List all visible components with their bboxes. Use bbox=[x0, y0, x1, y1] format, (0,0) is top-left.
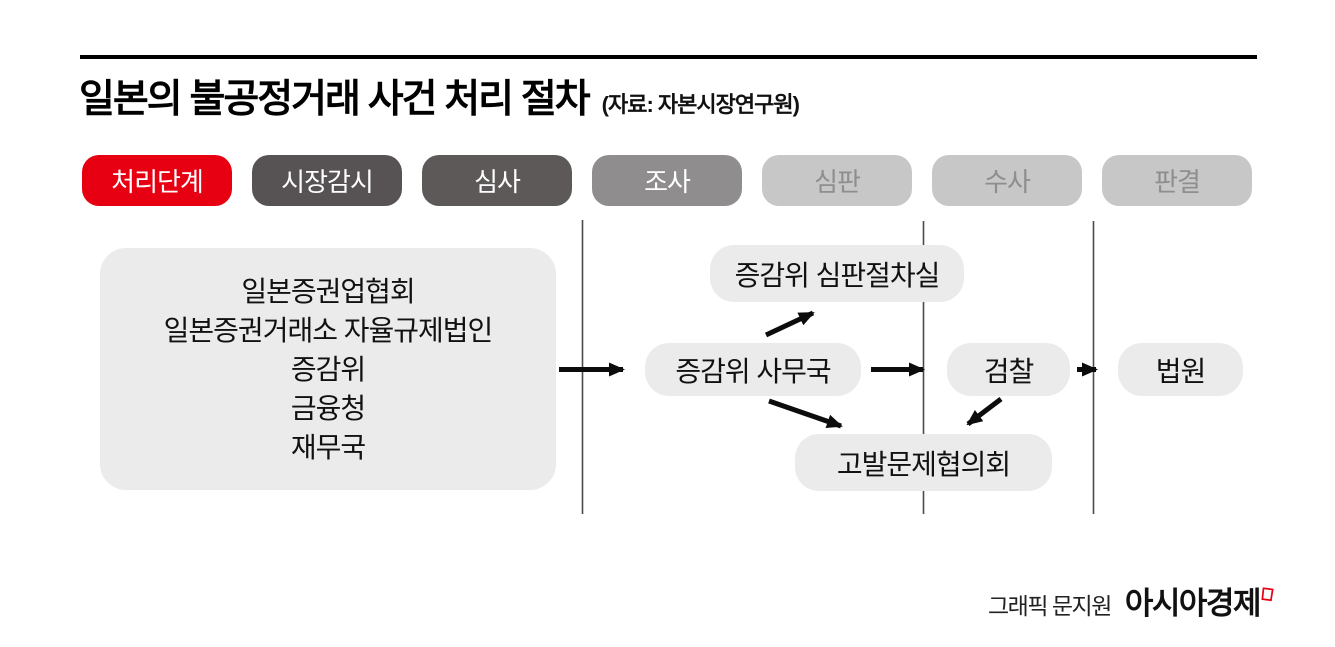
arrow-prosecution-to-council bbox=[966, 397, 1003, 426]
brand-logo-mark-icon bbox=[1261, 587, 1274, 602]
node-sesc-office: 증감위 사무국 bbox=[645, 343, 861, 396]
stage-pill-judgment: 판결 bbox=[1102, 155, 1252, 206]
header: 일본의 불공정거래 사건 처리 절차 (자료: 자본시장연구원) bbox=[79, 68, 1259, 124]
stage-pill-investigation: 조사 bbox=[592, 155, 742, 206]
brand-logo: 아시아경제 bbox=[1124, 586, 1262, 621]
arrow-sesc-to-hearing bbox=[764, 310, 815, 338]
stage-pill-market-surveillance: 시장감시 bbox=[252, 155, 402, 206]
stage-pill-adjudication: 심판 bbox=[762, 155, 912, 206]
stage-pill-criminal-investigation: 수사 bbox=[932, 155, 1082, 206]
origin-line: 증감위 bbox=[290, 353, 366, 385]
node-court: 법원 bbox=[1118, 343, 1243, 396]
stage-pill-examination: 심사 bbox=[422, 155, 572, 206]
source-note: (자료: 자본시장연구원) bbox=[601, 92, 800, 117]
node-accusation-council: 고발문제협의회 bbox=[795, 434, 1052, 491]
footer-credits: 그래픽 문지원 아시아경제 bbox=[988, 578, 1274, 623]
node-hearing-room: 증감위 심판절차실 bbox=[710, 245, 964, 302]
node-prosecution: 검찰 bbox=[947, 343, 1070, 396]
stage-pill-process: 처리단계 bbox=[82, 155, 232, 206]
origin-line: 금융청 bbox=[290, 392, 366, 424]
page-title: 일본의 불공정거래 사건 처리 절차 bbox=[79, 78, 591, 121]
origin-line: 일본증권업협회 bbox=[241, 275, 415, 307]
node-origin-organizations: 일본증권업협회 일본증권거래소 자율규제법인 증감위 금융청 재무국 bbox=[100, 248, 556, 490]
arrow-sesc-to-council bbox=[768, 398, 843, 429]
origin-line: 일본증권거래소 자율규제법인 bbox=[163, 314, 494, 346]
top-divider-rule bbox=[80, 55, 1257, 59]
stage-legend-row: 처리단계 시장감시 심사 조사 심판 수사 판결 bbox=[82, 155, 1252, 206]
graphic-credit: 그래픽 문지원 bbox=[988, 593, 1112, 619]
origin-line: 재무국 bbox=[290, 431, 366, 463]
